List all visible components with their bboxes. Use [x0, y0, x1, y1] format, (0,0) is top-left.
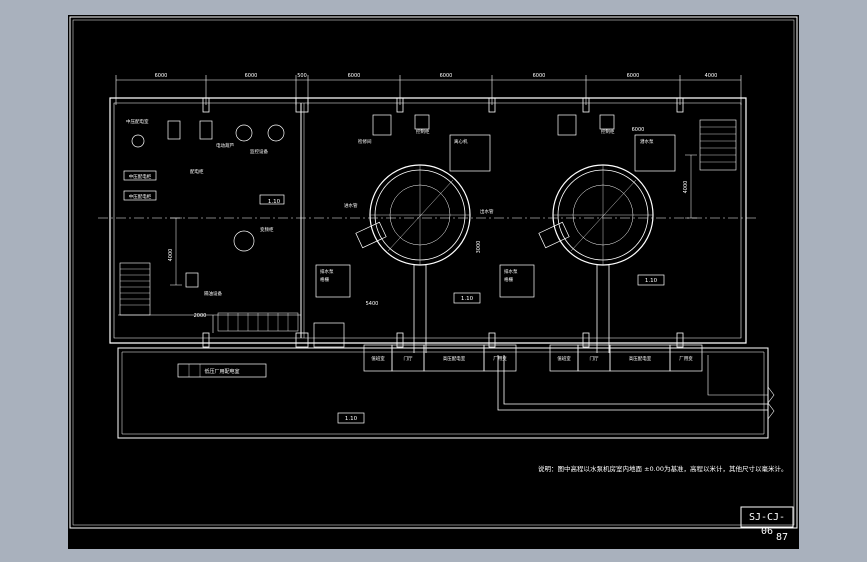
outer-frame	[69, 16, 798, 529]
label-7: 变频柜	[260, 226, 274, 233]
label-16: 格栅	[504, 276, 513, 283]
title-block	[740, 506, 794, 528]
dim-top-1: 6000	[155, 73, 168, 79]
elevation-tag-2: 1.10	[461, 296, 474, 302]
dim-top-2: 6000	[245, 73, 258, 79]
label-13: 排水泵	[320, 268, 334, 275]
room-label-3: 高压配电室	[443, 355, 466, 362]
label-10: 潜水泵	[640, 138, 654, 145]
label-15: 排水泵	[504, 268, 518, 275]
lower-rooms	[177, 344, 703, 378]
dim-side-4: 3000	[476, 241, 482, 254]
label-14: 格栅	[320, 276, 329, 283]
drawing-code: SJ-CJ-06	[748, 512, 786, 537]
dim-top-7: 6000	[627, 73, 640, 79]
dim-top-4: 6000	[348, 73, 361, 79]
label-9: 离心机	[454, 138, 468, 145]
elevation-tag-3: 1.10	[645, 278, 658, 284]
left-dimension-line	[170, 217, 182, 286]
label-11: 进水管	[344, 202, 358, 209]
top-dimension-line	[115, 75, 742, 105]
drawing-sheet: 6000 6000 500 6000 6000 6000 6000 4000 4…	[68, 15, 799, 549]
label-2: 中压配电柜	[129, 173, 152, 180]
dim-top-5: 6000	[440, 73, 453, 79]
column-markers	[202, 97, 684, 348]
label-1: 中压配电室	[126, 118, 149, 125]
dim-side-3: 5400	[366, 301, 379, 307]
room-label-2: 门厅	[404, 355, 413, 362]
dim-top-8: 4000	[705, 73, 718, 79]
drawing-note: 说明：图中高程以水泵机房室内地面 ±0.00为基准，高程以米计，其他尺寸以毫米计…	[538, 464, 788, 473]
label-6: 监控设备	[250, 148, 268, 155]
room-label-5: 值班室	[557, 355, 571, 362]
elevation-tag-4: 1.10	[345, 416, 358, 422]
label-17: 隔油设备	[204, 290, 222, 297]
label-8: 检修间	[358, 138, 372, 145]
room-label-8: 厂用变	[679, 355, 693, 362]
dim-side-2: 4000	[683, 181, 689, 194]
label-3: 中压配电柜	[129, 193, 152, 200]
equipment-boxes	[123, 114, 676, 424]
right-dimension-line	[685, 154, 697, 219]
dim-top-6: 6000	[533, 73, 546, 79]
dim-side-5: 2000	[194, 313, 207, 319]
building-outline	[109, 97, 775, 439]
room-label-6: 门厅	[590, 355, 599, 362]
floor-plan-drawing: 6000 6000 500 6000 6000 6000 6000 4000 4…	[69, 16, 798, 529]
tank-left	[355, 164, 471, 353]
elevation-tag-1: 1.10	[268, 199, 281, 205]
dim-top-3: 500	[297, 73, 307, 79]
page-number: 87	[775, 532, 788, 543]
label-18: 控制柜	[416, 128, 430, 135]
dim-side-6: 6000	[632, 127, 645, 133]
label-4: 配电柜	[190, 168, 204, 175]
room-label-7: 高压配电室	[629, 355, 652, 362]
label-12: 出水管	[480, 208, 494, 215]
label-5: 电动葫芦	[216, 142, 234, 149]
dim-side-1: 4000	[168, 249, 174, 262]
inner-frame	[72, 19, 795, 526]
room-label-1: 值班室	[371, 355, 385, 362]
label-19: 控制柜	[601, 128, 615, 135]
tank-right	[538, 164, 654, 353]
room-label-4: 厂用变	[493, 355, 507, 362]
lower-room-label: 低压厂用配电室	[204, 368, 239, 375]
